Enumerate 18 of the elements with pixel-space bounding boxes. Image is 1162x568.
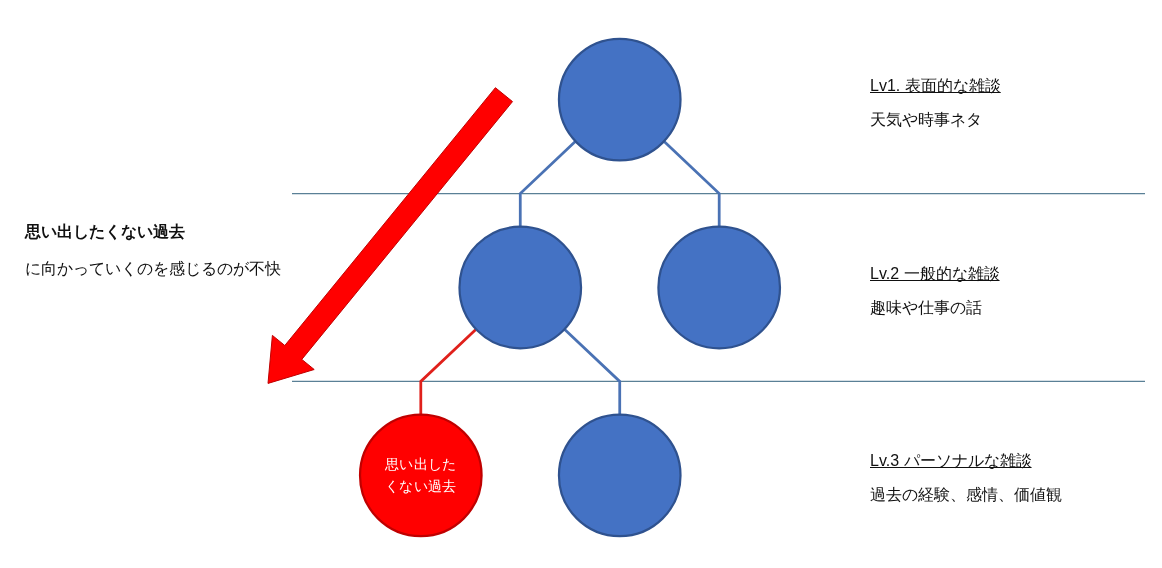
level-description: 趣味や仕事の話 <box>870 297 982 318</box>
connector-line <box>662 140 721 227</box>
circle-node <box>657 225 782 350</box>
circle-node <box>458 225 583 350</box>
level-heading: Lv.3 パーソナルな雑談 <box>870 451 1032 472</box>
circle-node <box>557 37 682 162</box>
circle-node <box>358 413 483 538</box>
level-description: 天気や時事ネタ <box>870 109 982 130</box>
note-heading: 思い出したくない過去 <box>25 221 185 242</box>
level-heading: Lv1. 表面的な雑談 <box>870 75 1001 96</box>
circle-node <box>557 413 682 538</box>
level-description: 過去の経験、感情、価値観 <box>870 485 1062 506</box>
level-heading: Lv.2 一般的な雑談 <box>870 263 1000 284</box>
connector-line <box>419 328 478 415</box>
connector-line <box>518 140 577 227</box>
note-text: に向かっていくのを感じるのが不快 <box>25 258 281 279</box>
connector-line <box>563 328 622 415</box>
node-label: 思い出したくない過去 <box>383 455 458 497</box>
